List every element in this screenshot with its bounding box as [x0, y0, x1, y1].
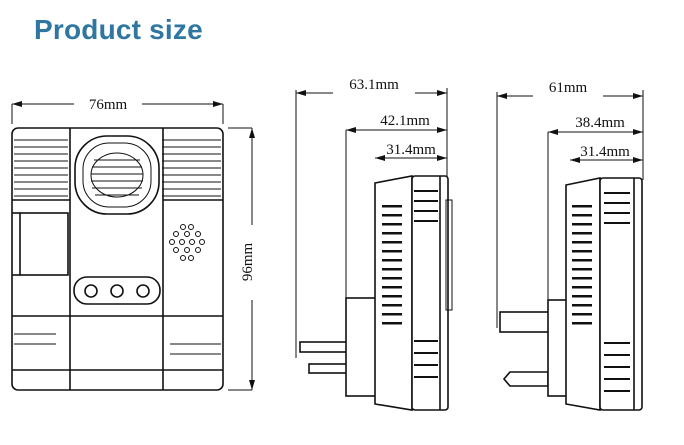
front-view: 76mm 96mm	[11, 97, 256, 391]
side1-body-label: 31.4mm	[386, 142, 436, 158]
indicator-buttons	[73, 276, 161, 305]
side1-vent-slots	[382, 190, 438, 378]
side-view-2: 61mm 38.4mm 31.4mm	[496, 80, 644, 411]
side-vents	[14, 139, 221, 197]
side1-total-label: 63.1mm	[349, 77, 399, 93]
side2-total-label: 61mm	[549, 80, 588, 96]
side2-mid-label: 38.4mm	[575, 115, 625, 131]
side1-mid-label: 42.1mm	[380, 113, 430, 129]
front-width-label: 76mm	[89, 97, 128, 113]
side-view-1: 63.1mm 42.1mm 31.4mm	[295, 77, 453, 411]
front-height-label: 96mm	[240, 243, 256, 282]
side2-vent-slots	[572, 192, 630, 392]
speaker-grille	[74, 135, 160, 215]
side2-body-label: 31.4mm	[580, 144, 630, 160]
display-window	[19, 212, 69, 276]
page-title: Product size	[34, 14, 203, 45]
sensor-holes	[169, 224, 205, 261]
